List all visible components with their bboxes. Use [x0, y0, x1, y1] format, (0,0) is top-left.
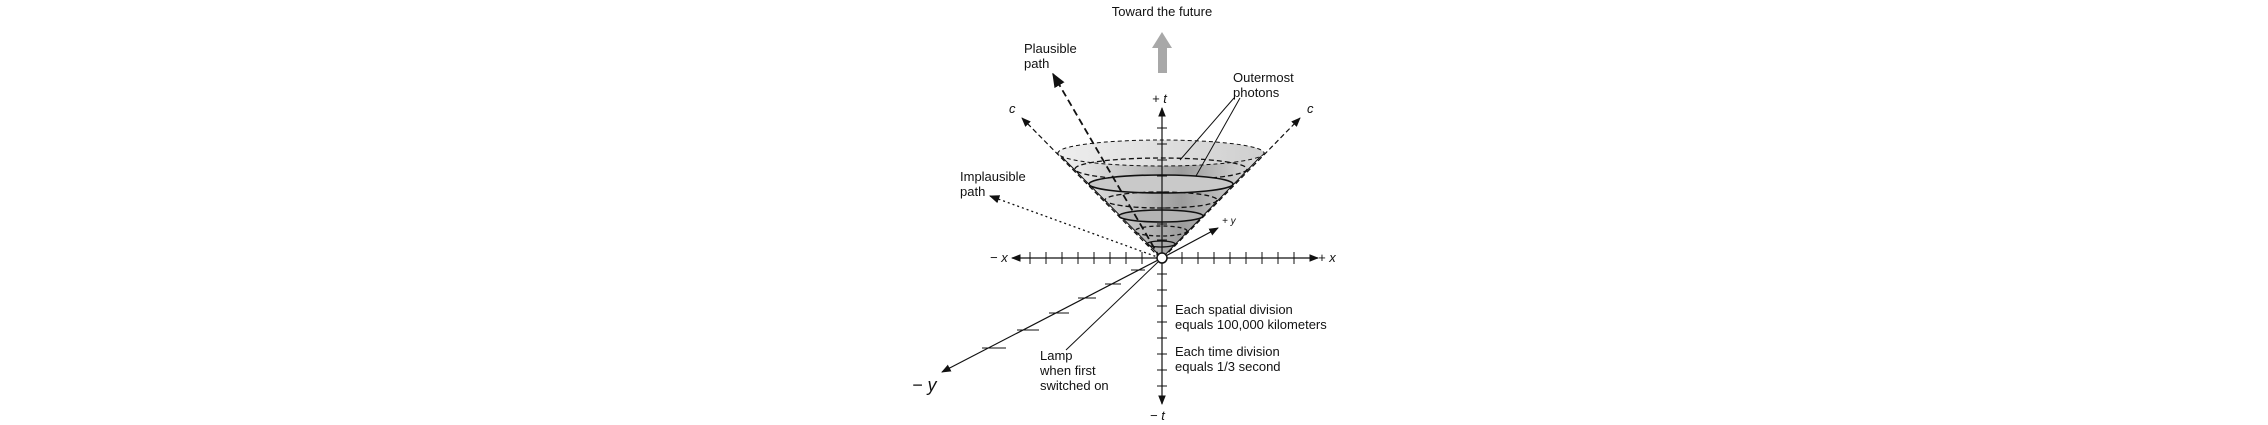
- c-label-left: c: [1009, 101, 1016, 116]
- t-axis-ticks: [1157, 127, 1167, 387]
- plus-t-label: + t: [1152, 91, 1168, 106]
- y-axis-ticks: [982, 269, 1145, 349]
- future-arrow: [1152, 32, 1172, 73]
- photons-pointer-2: [1195, 97, 1241, 177]
- c-line-right: [1162, 117, 1301, 259]
- c-line-left: [1021, 117, 1161, 259]
- spatial-division-note: Each spatial division equals 100,000 kil…: [1175, 302, 1327, 332]
- plus-x-label: + x: [1318, 250, 1336, 265]
- minus-x-label: − x: [990, 250, 1008, 265]
- photons-pointer-1: [1179, 97, 1235, 161]
- time-division-note: Each time division equals 1/3 second: [1175, 344, 1283, 374]
- lamp-label: Lamp when first switched on: [1039, 348, 1109, 393]
- lamp-pointer: [1065, 261, 1159, 351]
- plus-y-label: + y: [1222, 216, 1237, 227]
- plausible-label: Plausible path: [1024, 41, 1080, 71]
- y-axis-positive: [1161, 227, 1219, 259]
- photons-label: Outermost photons: [1233, 70, 1297, 100]
- title-toward-future: Toward the future: [1112, 4, 1212, 19]
- implausible-path-line: [989, 195, 1161, 259]
- light-cone: [1056, 139, 1266, 259]
- y-axis-negative: [941, 257, 1163, 373]
- minus-y-label: − y: [912, 375, 938, 395]
- c-label-right: c: [1307, 101, 1314, 116]
- plausible-path-line: [1052, 72, 1161, 259]
- implausible-label: Implausible path: [960, 169, 1029, 199]
- x-axis-ticks: [1029, 252, 1295, 264]
- lamp-origin-dot: [1156, 252, 1168, 264]
- minus-t-label: − t: [1150, 408, 1166, 423]
